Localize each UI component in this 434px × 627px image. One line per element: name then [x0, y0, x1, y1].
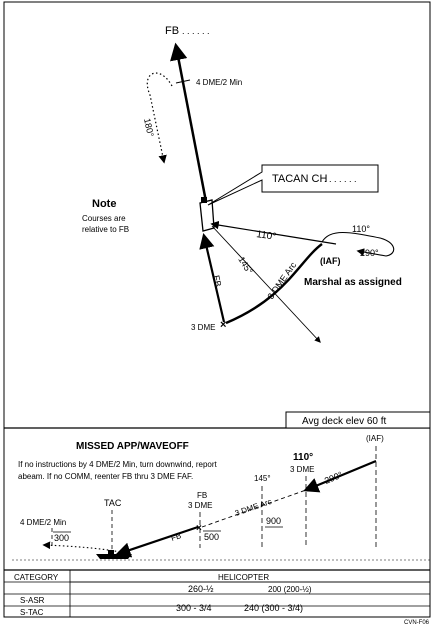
note-line-2: relative to FB [82, 225, 129, 234]
fb-final-line [199, 233, 226, 323]
course-110-line [210, 220, 337, 245]
missed-approach-line-2: abeam. If no COMM, reenter FB thru 3 DME… [18, 472, 193, 481]
final-descent-line [115, 525, 199, 558]
row-stac-label: S-TAC [20, 608, 44, 617]
stac-minima-b: 240 (300 - 3/4) [244, 603, 303, 613]
profile-arc-label: 3 DME Arc [234, 497, 273, 518]
deck-elev-box [285, 411, 431, 429]
note-title: Note [92, 198, 116, 210]
arc-level-line [201, 489, 307, 528]
profile-fb-course: FB [170, 531, 183, 543]
row-sasr-label: S-ASR [20, 596, 45, 605]
alt-900: 900 [266, 516, 281, 526]
stac-minima-a: 300 - 3/4 [176, 603, 212, 613]
marshal-label: Marshal as assigned [304, 277, 402, 288]
fb-dots: . . . . . . [182, 26, 210, 36]
dme-3-fix-icon: × [220, 319, 226, 331]
descent-line-iaf [303, 459, 377, 493]
fb-label: FB [165, 25, 179, 37]
dme-4-label: 4 DME/2 Min [196, 78, 242, 87]
profile-110-sub: 3 DME [290, 465, 314, 474]
radial-145-line [211, 225, 321, 343]
dme-4-tick [175, 79, 191, 84]
radial-145-label: 145° [236, 255, 255, 276]
dme-3-label: 3 DME [191, 323, 215, 332]
deck-elev-label: Avg deck elev 60 ft [302, 416, 387, 427]
profile-iaf-label: (IAF) [366, 434, 384, 443]
holding-pattern [321, 232, 395, 257]
tacan-label: TACAN CH [272, 173, 327, 185]
alt-300: 300 [54, 533, 69, 543]
minima-top-b: 200 (200-½) [268, 585, 312, 594]
minima-top-a: 260-½ [188, 584, 214, 594]
missed-approach-path [42, 541, 121, 553]
iaf-label: (IAF) [320, 256, 341, 266]
footer-code: CVN-F06 [404, 620, 430, 626]
hold-290-label: 290° [360, 248, 379, 258]
turn-180-label: 180° [142, 117, 156, 138]
tacan-dots: . . . . . . . [324, 174, 357, 184]
missed-approach-line-1: If no instructions by 4 DME/2 Min, turn … [18, 460, 218, 469]
helicopter-header: HELICOPTER [218, 573, 269, 582]
note-line-1: Courses are [82, 214, 126, 223]
fb-course-line [170, 42, 210, 213]
profile-290-label: 290° [323, 469, 344, 485]
fb-final-label: FB [211, 274, 223, 287]
downwind-turn-path [146, 72, 173, 164]
course-110-label: 110° [256, 229, 277, 243]
missed-approach-title: MISSED APP/WAVEOFF [76, 441, 189, 452]
hold-110-label: 110° [352, 224, 370, 234]
profile-4dme-label: 4 DME/2 Min [20, 518, 66, 527]
profile-fb-3dme: 3 DME [188, 501, 212, 510]
alt-500: 500 [204, 532, 219, 542]
chart-border [3, 1, 431, 618]
dme-arc-path [225, 243, 323, 325]
category-header: CATEGORY [14, 573, 59, 582]
profile-110-label: 110° [293, 452, 313, 463]
faf-fix-icon: × [196, 523, 202, 534]
profile-145-label: 145° [254, 474, 271, 483]
tacan-callout-box [207, 164, 379, 206]
profile-fb-label: FB [197, 491, 207, 500]
dme-arc-label: 3 DME Arc [265, 260, 298, 301]
ship-icon [96, 550, 132, 559]
tac-label: TAC [104, 498, 122, 508]
